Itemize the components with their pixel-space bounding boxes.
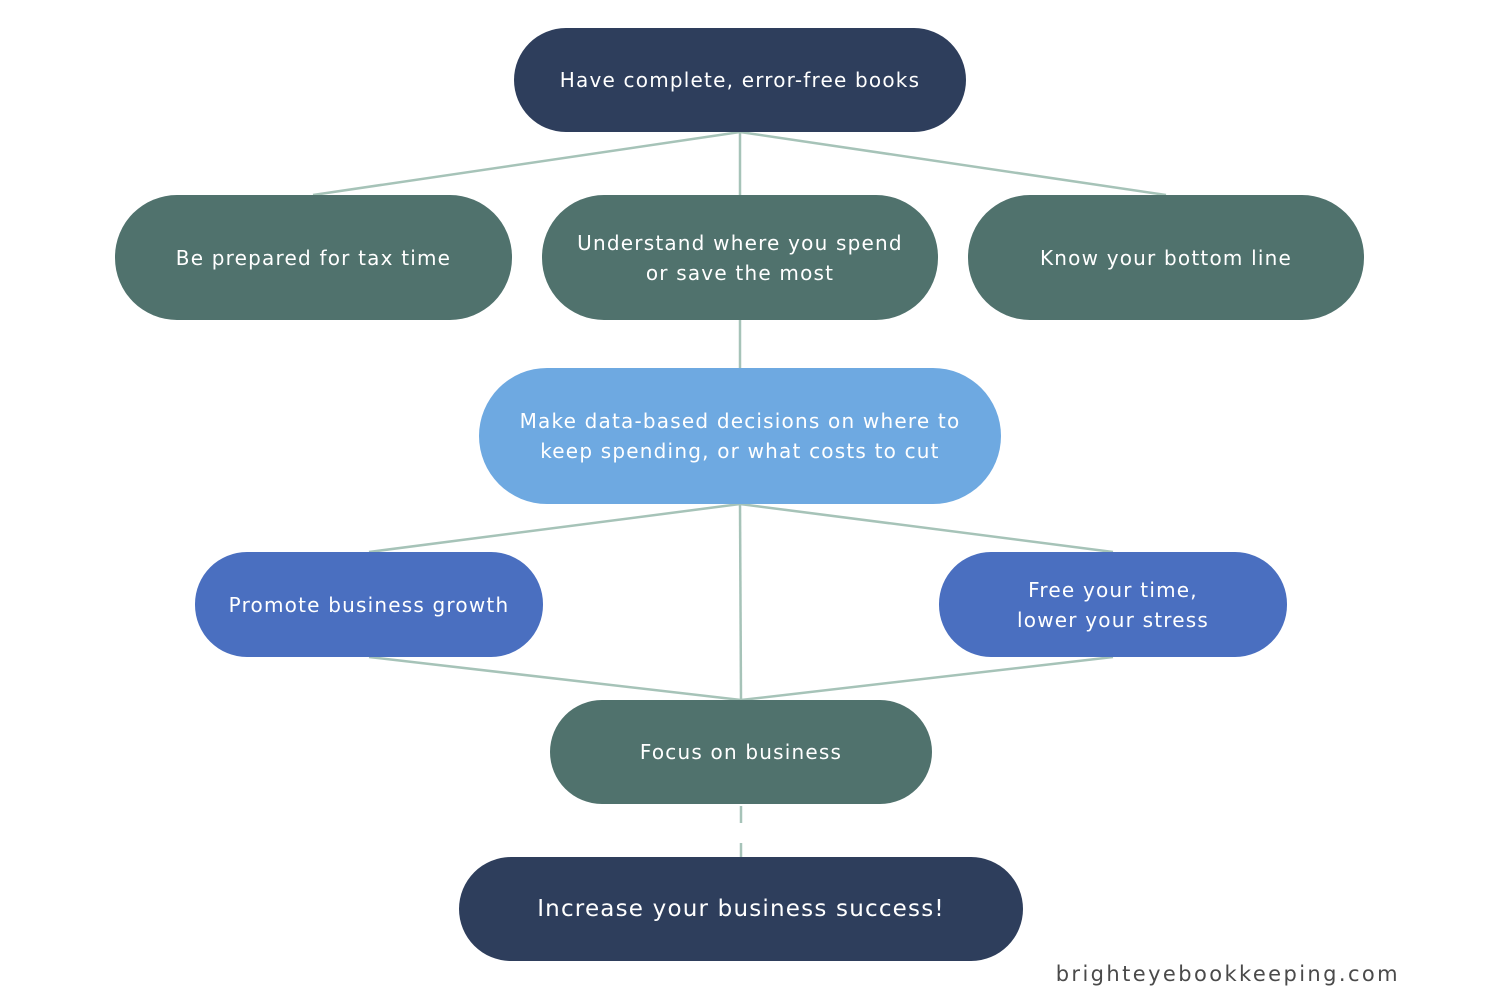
connector-growth-to-focus [368,655,742,702]
connector-decisions-to-growth [368,502,741,554]
footer-website-url: brighteyebookkeeping.com [1055,962,1400,986]
connector-top-to-tax [312,130,741,197]
node-data-based-decisions: Make data-based decisions on where to ke… [479,368,1001,504]
node-complete-books: Have complete, error-free books [514,28,966,132]
node-tax-time: Be prepared for tax time [115,195,512,320]
node-understand-spending: Understand where you spend or save the m… [542,195,938,320]
node-focus-on-business: Focus on business [550,700,932,804]
node-business-growth: Promote business growth [195,552,543,657]
node-free-time: Free your time, lower your stress [939,552,1287,657]
connector-decisions-to-free-time [739,502,1114,554]
connector-free-time-to-focus [740,655,1114,702]
node-bottom-line: Know your bottom line [968,195,1364,320]
node-business-success: Increase your business success! [459,857,1023,961]
connector-top-to-bottom-line [739,130,1167,197]
connector-decisions-to-focus [738,503,743,701]
